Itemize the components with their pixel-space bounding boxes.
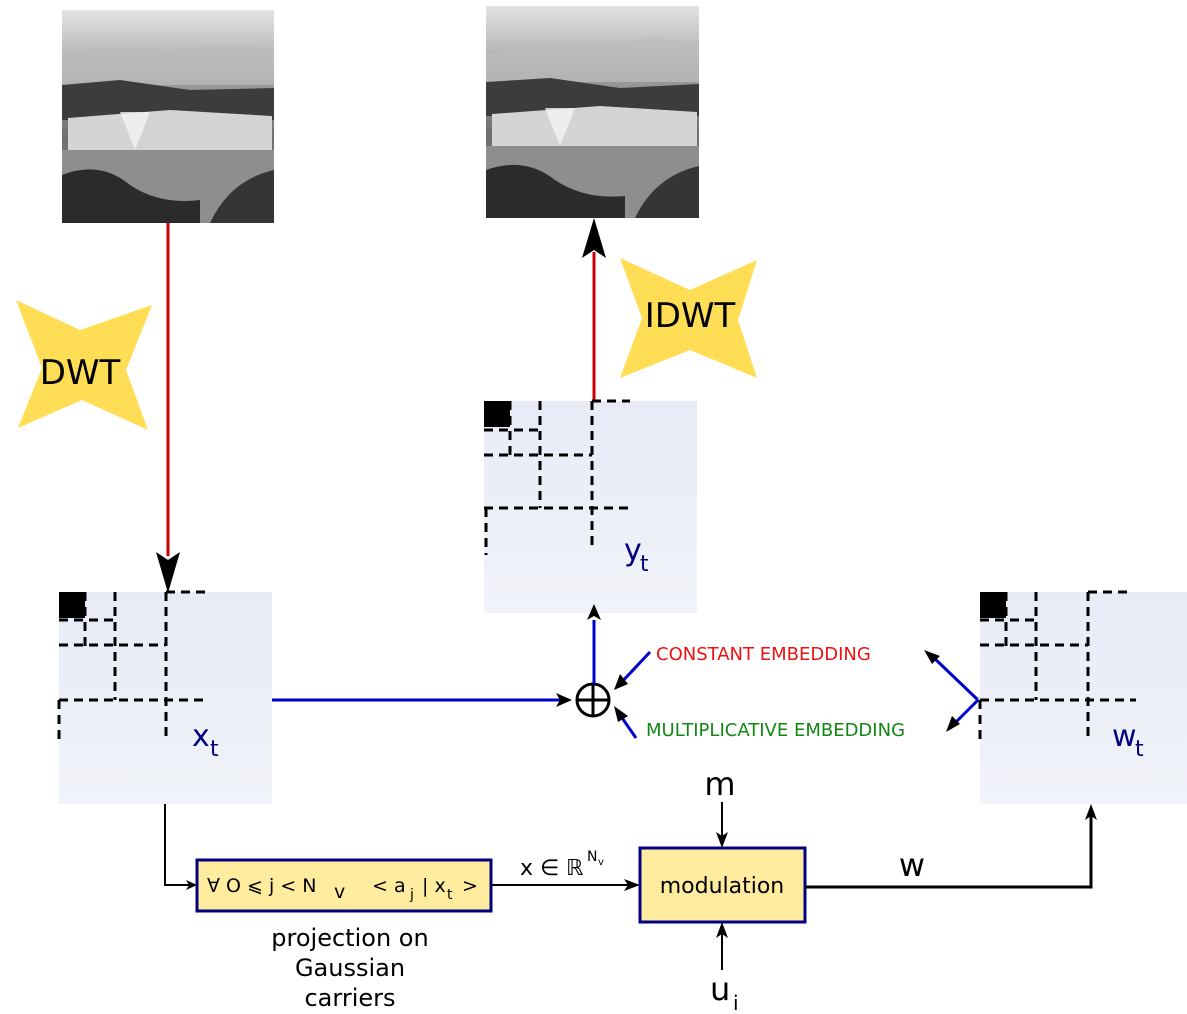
projection-caption-line1: projection on — [271, 924, 428, 952]
wt-label: w — [1112, 719, 1137, 754]
xt-to-sum-arrow — [272, 693, 572, 707]
yt-subband-panel: y t — [484, 399, 697, 613]
dwt-label: DWT — [40, 353, 121, 393]
modulation-box: modulation — [638, 846, 807, 924]
modulation-to-wt-arrow — [805, 804, 1097, 889]
idwt-label: IDWT — [645, 296, 736, 336]
multiplicative-embedding-label: MULTIPLICATIVE EMBEDDING — [646, 720, 905, 741]
w-label: w — [899, 846, 925, 884]
reconstructed-image — [486, 6, 699, 218]
u-to-modulation-arrow — [716, 922, 728, 970]
projection-caption-line2: Gaussian — [295, 954, 405, 982]
idwt-arrow — [582, 218, 606, 400]
dwt-arrow — [156, 223, 180, 593]
multiplicative-to-sum-arrow — [614, 706, 638, 739]
wt-subscript: t — [1135, 737, 1144, 762]
wt-to-constant-arrow — [924, 650, 980, 702]
yt-subscript: t — [640, 552, 649, 577]
wt-to-multiplicative-arrow — [946, 698, 980, 732]
wt-subband-panel: w t — [978, 590, 1187, 804]
u-label: u — [710, 970, 730, 1008]
projection-box: ∀ O ⩽ j < N v < a j | x t > — [195, 858, 493, 913]
projection-formula-t: t — [447, 887, 453, 903]
projection-formula-lt: < a — [372, 875, 406, 897]
xt-subband-panel: x t — [57, 590, 272, 804]
projection-formula-j: j — [409, 887, 414, 903]
yt-label: y — [624, 533, 642, 568]
x-in-r-label: x ∈ ℝ — [520, 856, 584, 881]
dwt-star: DWT — [16, 300, 152, 430]
constant-embedding-label: CONSTANT EMBEDDING — [656, 644, 871, 665]
projection-formula-bar: | x — [422, 875, 446, 897]
constant-to-sum-arrow — [614, 650, 652, 690]
projection-formula-gt: > — [462, 875, 478, 897]
sum-to-yt-arrow — [587, 604, 601, 684]
x-in-r-supsub: v — [598, 857, 604, 868]
xt-label: x — [192, 719, 210, 754]
original-image — [62, 10, 274, 223]
projection-formula-forall: ∀ O ⩽ j < N — [207, 875, 316, 897]
projection-caption-line3: carriers — [304, 984, 395, 1012]
xt-to-projection-connector — [164, 804, 197, 890]
x-in-r-sup: N — [587, 849, 597, 865]
u-subscript: i — [733, 991, 739, 1014]
projection-formula-v: v — [334, 881, 345, 903]
projection-to-modulation-arrow — [491, 879, 640, 891]
xt-subscript: t — [210, 737, 219, 762]
sum-node — [575, 682, 611, 718]
m-label: m — [704, 765, 735, 803]
m-to-modulation-arrow — [716, 802, 728, 848]
idwt-star: IDWT — [620, 258, 757, 378]
modulation-label: modulation — [660, 874, 785, 899]
